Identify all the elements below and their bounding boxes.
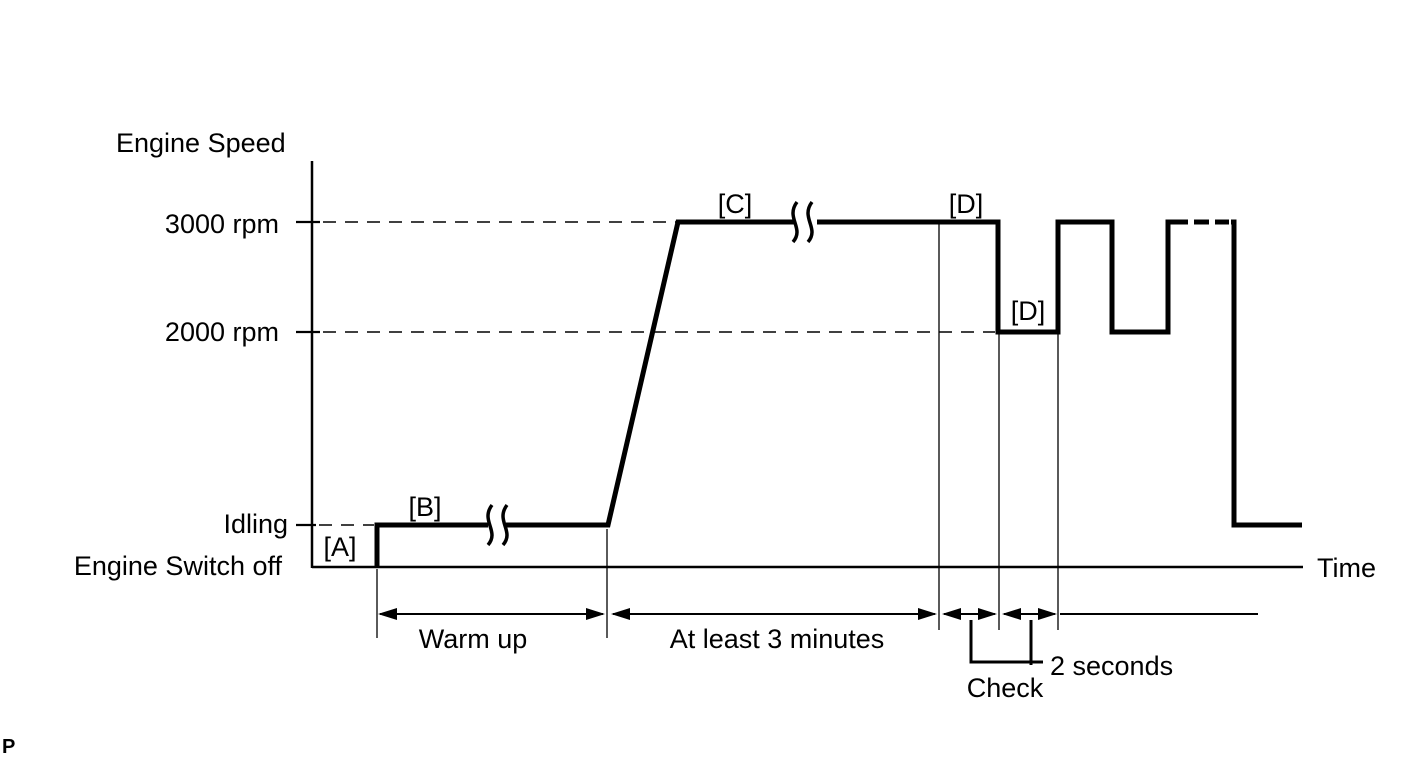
dimension-arrows [378,608,1258,620]
three-minutes-arrowhead-left [611,608,630,620]
axes [296,161,1303,569]
check-interval-2-arrowhead-left [1002,608,1021,620]
label-point-d-mid: [D] [1011,296,1046,326]
trace-idling-to-3000-ramp [506,219,795,528]
break-mark-idling-right [501,503,509,547]
check-interval-1-arrowhead-right [978,608,997,620]
label-idling: Idling [223,509,288,539]
x-axis-title: Time [1317,553,1376,583]
warm-up-arrowhead-left [378,608,397,620]
warm-up-arrowhead-right [586,608,605,620]
break-marks [486,200,814,547]
trace-3000-hold-and-check-pulses [817,219,1188,335]
measurement-guide-lines [376,224,1059,638]
y-axis-title: Engine Speed [116,128,286,158]
check-interval-1-arrowhead-left [942,608,961,620]
check-interval-2-arrowhead-right [1038,608,1057,620]
label-warm-up: Warm up [419,624,528,654]
reference-dashed-lines [319,221,995,526]
label-point-a: [A] [323,532,356,562]
label-at-least-3-minutes: At least 3 minutes [670,624,885,654]
label-point-c: [C] [718,189,753,219]
break-mark-3000-left [791,200,799,244]
check-bracket-path [969,620,1043,665]
check-bracket [969,620,1043,665]
label-check: Check [967,673,1044,703]
label-point-d-top: [D] [949,189,984,219]
trace-start-idling-segment [374,522,488,567]
three-minutes-arrowhead-right [918,608,937,620]
label-2-seconds: 2 seconds [1050,651,1173,681]
page-marker: P [2,736,15,758]
trace-final-drop-to-idling [1231,219,1302,528]
label-point-b: [B] [408,492,441,522]
text-labels: Engine Speed 3000 rpm 2000 rpm Idling En… [2,128,1376,758]
break-mark-3000-right [806,200,814,244]
engine-speed-trace [374,219,1302,567]
label-3000rpm: 3000 rpm [165,209,279,239]
break-mark-idling-left [486,503,494,547]
label-2000rpm: 2000 rpm [165,317,279,347]
label-engine-switch-off: Engine Switch off [74,551,283,581]
